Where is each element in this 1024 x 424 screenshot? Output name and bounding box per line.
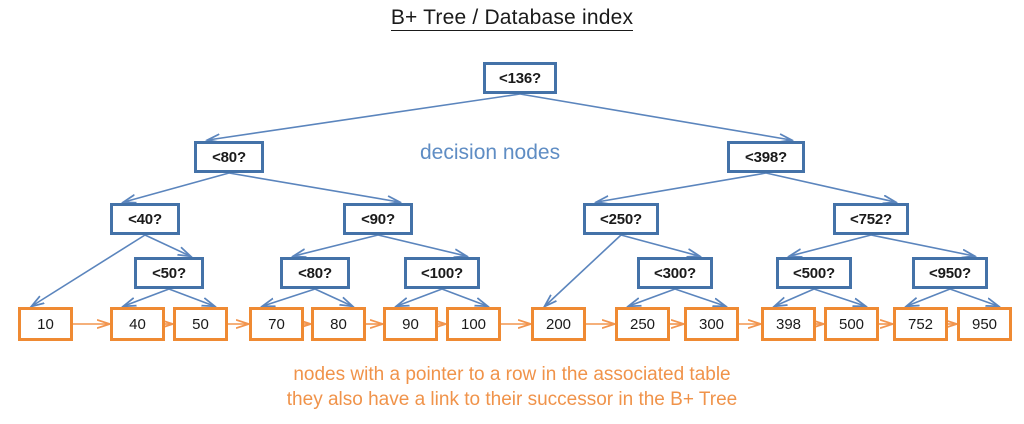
leaf-node-l250[interactable]: 250 (615, 307, 670, 341)
leaf-node-label: 398 (775, 315, 802, 333)
tree-edge-n136-to-n398 (519, 93, 791, 140)
tree-edge-n90-to-n100 (377, 234, 466, 256)
decision-node-n136[interactable]: <136? (483, 62, 557, 94)
leaf-node-label: 250 (629, 315, 656, 333)
decision-node-label: <500? (793, 264, 835, 282)
leaf-node-l10[interactable]: 10 (18, 307, 73, 341)
leaf-nodes-caption: nodes with a pointer to a row in the ass… (0, 362, 1024, 412)
leaf-node-l40[interactable]: 40 (110, 307, 165, 341)
tree-edge-n50-to-l50 (168, 288, 214, 306)
decision-node-n80a[interactable]: <80? (194, 141, 264, 173)
decision-node-label: <250? (600, 210, 642, 228)
tree-edge-n950-to-l950 (949, 288, 998, 306)
tree-edge-n752-to-n950 (870, 234, 974, 256)
tree-edge-n300-to-l300 (674, 288, 725, 306)
tree-edge-n50-to-l40 (124, 288, 170, 306)
tree-edge-n398-to-n250 (597, 172, 767, 202)
decision-node-label: <752? (850, 210, 892, 228)
tree-edge-n100-to-l100 (441, 288, 487, 306)
leaf-node-l500[interactable]: 500 (824, 307, 879, 341)
tree-edge-n80b-to-l70 (263, 288, 316, 306)
leaf-node-l100[interactable]: 100 (446, 307, 501, 341)
decision-node-label: <398? (745, 148, 787, 166)
caption-line-1: nodes with a pointer to a row in the ass… (293, 364, 731, 385)
leaf-node-label: 70 (268, 315, 285, 333)
tree-edge-n40-to-n50 (144, 234, 190, 256)
tree-edge-n40-to-l10 (32, 234, 146, 306)
decision-node-n40[interactable]: <40? (110, 203, 180, 235)
leaf-node-l300[interactable]: 300 (684, 307, 739, 341)
decision-node-label: <40? (128, 210, 162, 228)
tree-edge-n250-to-l200 (545, 234, 622, 306)
leaf-node-label: 100 (460, 315, 487, 333)
tree-edge-n300-to-l250 (629, 288, 676, 306)
leaf-node-label: 300 (698, 315, 725, 333)
tree-edge-n500-to-l500 (813, 288, 865, 306)
leaf-node-l50[interactable]: 50 (173, 307, 228, 341)
decision-node-n80b[interactable]: <80? (280, 257, 350, 289)
leaf-node-label: 752 (907, 315, 934, 333)
tree-edge-n398-to-n752 (765, 172, 895, 202)
decision-nodes-label: decision nodes (420, 141, 561, 164)
leaf-node-l950[interactable]: 950 (957, 307, 1012, 341)
tree-edge-n136-to-n80a (208, 93, 521, 140)
tree-edge-n752-to-n500 (790, 234, 872, 256)
decision-node-n500[interactable]: <500? (776, 257, 852, 289)
tree-edge-n100-to-l90 (397, 288, 443, 306)
decision-node-label: <100? (421, 264, 463, 282)
decision-node-n398[interactable]: <398? (727, 141, 805, 173)
decision-node-n90[interactable]: <90? (343, 203, 413, 235)
decision-node-label: <950? (929, 264, 971, 282)
leaf-node-label: 80 (330, 315, 347, 333)
tree-edge-n950-to-l752 (907, 288, 951, 306)
decision-node-label: <50? (152, 264, 186, 282)
leaf-node-label: 10 (37, 315, 54, 333)
decision-node-n300[interactable]: <300? (637, 257, 713, 289)
leaf-node-l90[interactable]: 90 (383, 307, 438, 341)
leaf-node-l398[interactable]: 398 (761, 307, 816, 341)
caption-line-2: they also have a link to their successor… (286, 389, 738, 410)
leaf-node-l752[interactable]: 752 (893, 307, 948, 341)
leaf-node-label: 40 (129, 315, 146, 333)
leaf-node-label: 500 (838, 315, 865, 333)
decision-node-n50[interactable]: <50? (134, 257, 204, 289)
decision-node-n950[interactable]: <950? (912, 257, 988, 289)
decision-node-n100[interactable]: <100? (404, 257, 480, 289)
leaf-node-label: 50 (192, 315, 209, 333)
leaf-node-l70[interactable]: 70 (249, 307, 304, 341)
decision-node-n250[interactable]: <250? (583, 203, 659, 235)
leaf-node-label: 200 (545, 315, 572, 333)
decision-node-label: <80? (298, 264, 332, 282)
tree-edge-n250-to-n300 (620, 234, 699, 256)
tree-edge-n90-to-n80b (294, 234, 379, 256)
decision-node-label: <136? (499, 69, 541, 87)
decision-node-label: <80? (212, 148, 246, 166)
decision-node-label: <300? (654, 264, 696, 282)
tree-edge-n80a-to-n90 (228, 172, 399, 202)
tree-edge-n80b-to-l80 (314, 288, 352, 306)
tree-edge-n500-to-l398 (775, 288, 815, 306)
leaf-node-label: 950 (971, 315, 998, 333)
leaf-node-label: 90 (402, 315, 419, 333)
leaf-node-l80[interactable]: 80 (311, 307, 366, 341)
leaf-node-l200[interactable]: 200 (531, 307, 586, 341)
tree-edge-n80a-to-n40 (124, 172, 230, 202)
page-title-text: B+ Tree / Database index (390, 6, 634, 31)
page-title: B+ Tree / Database index (0, 6, 1024, 31)
decision-node-n752[interactable]: <752? (833, 203, 909, 235)
decision-node-label: <90? (361, 210, 395, 228)
